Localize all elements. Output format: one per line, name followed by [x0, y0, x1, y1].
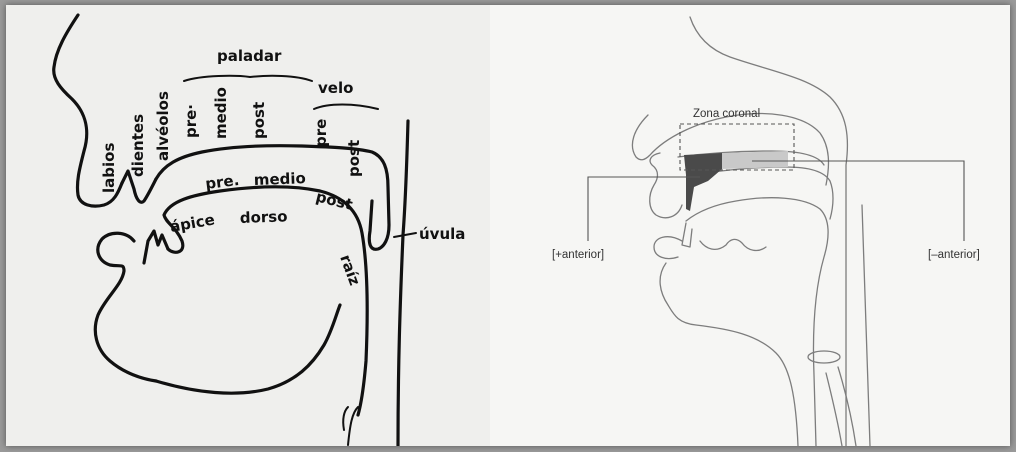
larynx-ring: [808, 351, 840, 363]
label-velo-post: post: [345, 140, 363, 177]
lower-lip-outline: [654, 237, 682, 259]
label-uvula: úvula: [419, 225, 465, 243]
label-apice: ápice: [169, 210, 217, 236]
coronal-zone-diagram: Zona coronal [+anterior] [–anterior]: [490, 5, 1010, 446]
chin-outline: [660, 263, 798, 446]
label-paladar-post: post: [250, 102, 268, 139]
vocal-tract-schematic: Zona coronal [+anterior] [–anterior]: [490, 5, 1010, 446]
uvula-pointer: [394, 233, 416, 237]
label-raiz: raíz: [336, 252, 364, 288]
figure-frame: paladar velo labios dientes alvéolos pre…: [6, 5, 1010, 446]
throat-front-outline: [156, 305, 340, 393]
label-minus-anterior: [–anterior]: [928, 249, 980, 261]
lower-jaw-curve: [700, 239, 766, 250]
velo-brace: [314, 105, 378, 110]
articulation-places-diagram: paladar velo labios dientes alvéolos pre…: [6, 5, 490, 446]
label-zona-coronal: Zona coronal: [693, 108, 760, 120]
anterior-coronal-region: [684, 153, 722, 211]
label-velo-pre: pre: [312, 119, 330, 147]
label-plus-anterior: [+anterior]: [552, 249, 604, 261]
label-dorso-post: post: [314, 187, 354, 213]
label-paladar-pre: pre·: [182, 104, 200, 138]
trachea-right: [838, 367, 856, 446]
label-labios: labios: [100, 143, 118, 193]
label-dorso-medio: medio: [254, 169, 307, 189]
plus-anterior-leader: [588, 177, 700, 241]
label-paladar-medio: medio: [212, 87, 230, 139]
label-dorso: dorso: [240, 207, 288, 227]
label-dientes: dientes: [129, 114, 147, 177]
vocal-tract-drawing: paladar velo labios dientes alvéolos pre…: [6, 5, 490, 446]
epiglottis-stroke-2: [343, 407, 348, 430]
paladar-brace: [184, 76, 312, 81]
upper-lip-outline: [650, 153, 682, 218]
lower-teeth: [144, 231, 168, 263]
epiglottis-stroke: [348, 407, 358, 445]
label-velo: velo: [318, 79, 353, 97]
posterior-pharyngeal-wall-upper: [398, 121, 408, 446]
label-paladar: paladar: [217, 47, 282, 65]
tongue-outline: [686, 198, 828, 446]
posterior-coronal-region: [722, 151, 788, 169]
lower-teeth: [682, 223, 692, 247]
trachea-left: [826, 373, 842, 446]
pharynx-back: [862, 205, 870, 446]
minus-anterior-leader: [752, 161, 964, 241]
nasal-cavity-outline: [690, 17, 847, 446]
label-alveolos: alvéolos: [154, 91, 172, 161]
